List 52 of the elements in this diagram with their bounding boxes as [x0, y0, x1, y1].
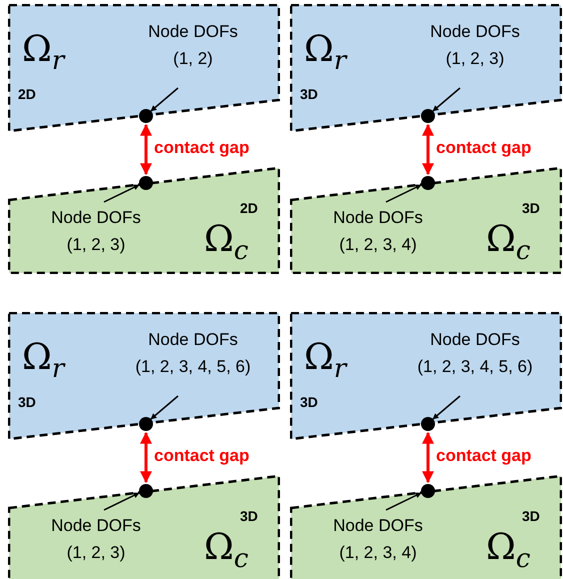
node-dot	[139, 484, 153, 498]
leader-arrow	[104, 492, 140, 511]
leader-arrow	[432, 87, 460, 112]
dimension-label: 2D	[240, 200, 258, 216]
reference-domain	[8, 4, 280, 132]
node-dofs-text: Node DOFs (1, 2, 3, 4)	[298, 512, 458, 566]
node-dot	[139, 109, 153, 123]
contact-domain	[290, 164, 562, 274]
contact-domain	[290, 472, 562, 579]
domain-symbol: Ω$_{c}$	[204, 220, 248, 268]
leader-arrow	[104, 184, 140, 203]
node-dofs-text: Node DOFs (1, 2, 3)	[390, 18, 560, 72]
node-dofs-text: Node DOFs (1, 2, 3, 4, 5, 6)	[390, 326, 560, 380]
dimension-label: 3D	[240, 508, 258, 524]
dimension-label: 3D	[522, 200, 540, 216]
contact-domain	[8, 472, 280, 579]
domain-symbol: Ω$_{r}$	[304, 30, 346, 78]
node-dot	[421, 417, 435, 431]
domain-symbol: Ω$_{c}$	[486, 528, 530, 576]
double-arrow	[422, 432, 434, 484]
node-dofs-text: Node DOFs (1, 2)	[108, 18, 278, 72]
leader-arrow	[386, 184, 422, 203]
leader-arrow	[150, 87, 178, 112]
leader-arrow	[150, 395, 178, 420]
reference-domain	[290, 4, 562, 132]
dimension-label: 3D	[18, 394, 36, 410]
dimension-label: 3D	[522, 508, 540, 524]
node-dot	[139, 417, 153, 431]
node-dot	[139, 176, 153, 190]
dimension-label: 3D	[300, 394, 318, 410]
contact-domain	[8, 164, 280, 274]
domain-symbol: Ω$_{r}$	[22, 338, 64, 386]
node-dofs-text: Node DOFs (1, 2, 3)	[16, 204, 176, 258]
leader-arrow	[386, 492, 422, 511]
domain-symbol: Ω$_{r}$	[304, 338, 346, 386]
double-arrow	[140, 432, 152, 484]
domain-symbol: Ω$_{r}$	[22, 30, 64, 78]
node-dot	[421, 484, 435, 498]
leader-arrow	[432, 395, 460, 420]
double-arrow	[422, 124, 434, 176]
domain-symbol: Ω$_{c}$	[486, 220, 530, 268]
node-dofs-text: Node DOFs (1, 2, 3)	[16, 512, 176, 566]
double-arrow	[140, 124, 152, 176]
node-dofs-text: Node DOFs (1, 2, 3, 4, 5, 6)	[108, 326, 278, 380]
node-dot	[421, 176, 435, 190]
reference-domain	[290, 312, 562, 440]
dimension-label: 2D	[18, 86, 36, 102]
node-dot	[421, 109, 435, 123]
reference-domain	[8, 312, 280, 440]
domain-symbol: Ω$_{c}$	[204, 528, 248, 576]
dimension-label: 3D	[300, 86, 318, 102]
node-dofs-text: Node DOFs (1, 2, 3, 4)	[298, 204, 458, 258]
